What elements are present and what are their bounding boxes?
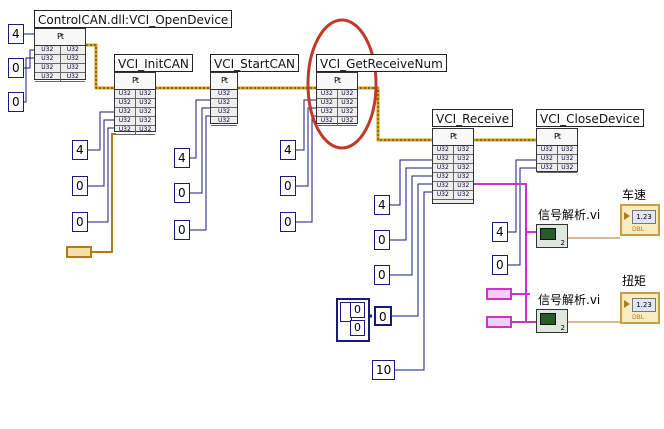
indicator-label-speed: 车速 (622, 188, 647, 202)
recv-const-3[interactable]: 0 (374, 265, 390, 285)
start-const-3[interactable]: 0 (174, 220, 190, 240)
init-const-1[interactable]: 4 (72, 140, 88, 160)
subvi-scope-icon (540, 313, 556, 325)
subvi-scope-icon (540, 228, 556, 240)
initcan-title: VCI_InitCAN (114, 54, 193, 72)
subvi-label-1: 信号解析.vi (538, 208, 601, 222)
init-const-2[interactable]: 0 (72, 176, 88, 196)
getnum-const-2[interactable]: 0 (280, 176, 296, 196)
close-const-1[interactable]: 4 (492, 222, 508, 242)
closedevice-title: VCI_CloseDevice (536, 109, 644, 127)
getreceivenum-title: VCI_GetReceiveNum (316, 54, 447, 72)
open-const-2[interactable]: 0 (8, 58, 24, 78)
array-constant[interactable]: 0 0 (336, 298, 370, 342)
pink-constant-1[interactable] (486, 288, 512, 300)
recv-const-2[interactable]: 0 (374, 230, 390, 250)
getnum-const-1[interactable]: 4 (280, 140, 296, 160)
startcan-title: VCI_StartCAN (210, 54, 300, 72)
signal-parse-subvi-1[interactable]: 2 (536, 224, 568, 248)
subvi-label-2: 信号解析.vi (538, 293, 601, 307)
array-element[interactable]: 0 (374, 306, 392, 326)
indicator-label-torque: 扭矩 (622, 274, 647, 288)
array-index-1[interactable]: 0 (350, 302, 365, 318)
speed-indicator[interactable]: 1.23 DBL (620, 204, 660, 236)
torque-indicator[interactable]: 1.23 DBL (620, 292, 660, 324)
recv-const-1[interactable]: 4 (374, 195, 390, 215)
open-const-3[interactable]: 0 (8, 92, 24, 112)
opendevice-title: ControlCAN.dll:VCI_OpenDevice (34, 10, 233, 28)
startcan-node[interactable]: Pt U32 U32 U32 U32 (210, 72, 238, 126)
init-config-cluster[interactable] (66, 246, 92, 258)
pink-constant-2[interactable] (486, 316, 512, 328)
getnum-const-3[interactable]: 0 (280, 212, 296, 232)
start-const-1[interactable]: 4 (174, 148, 190, 168)
recv-length-const[interactable]: 10 (372, 360, 396, 380)
open-const-1[interactable]: 4 (8, 24, 24, 44)
init-const-3[interactable]: 0 (72, 212, 88, 232)
close-const-2[interactable]: 0 (492, 255, 508, 275)
signal-parse-subvi-2[interactable]: 2 (536, 309, 568, 333)
highlight-ellipse (306, 18, 378, 150)
receive-title: VCI_Receive (432, 109, 514, 127)
start-const-2[interactable]: 0 (174, 183, 190, 203)
array-index-2[interactable]: 0 (350, 320, 365, 336)
